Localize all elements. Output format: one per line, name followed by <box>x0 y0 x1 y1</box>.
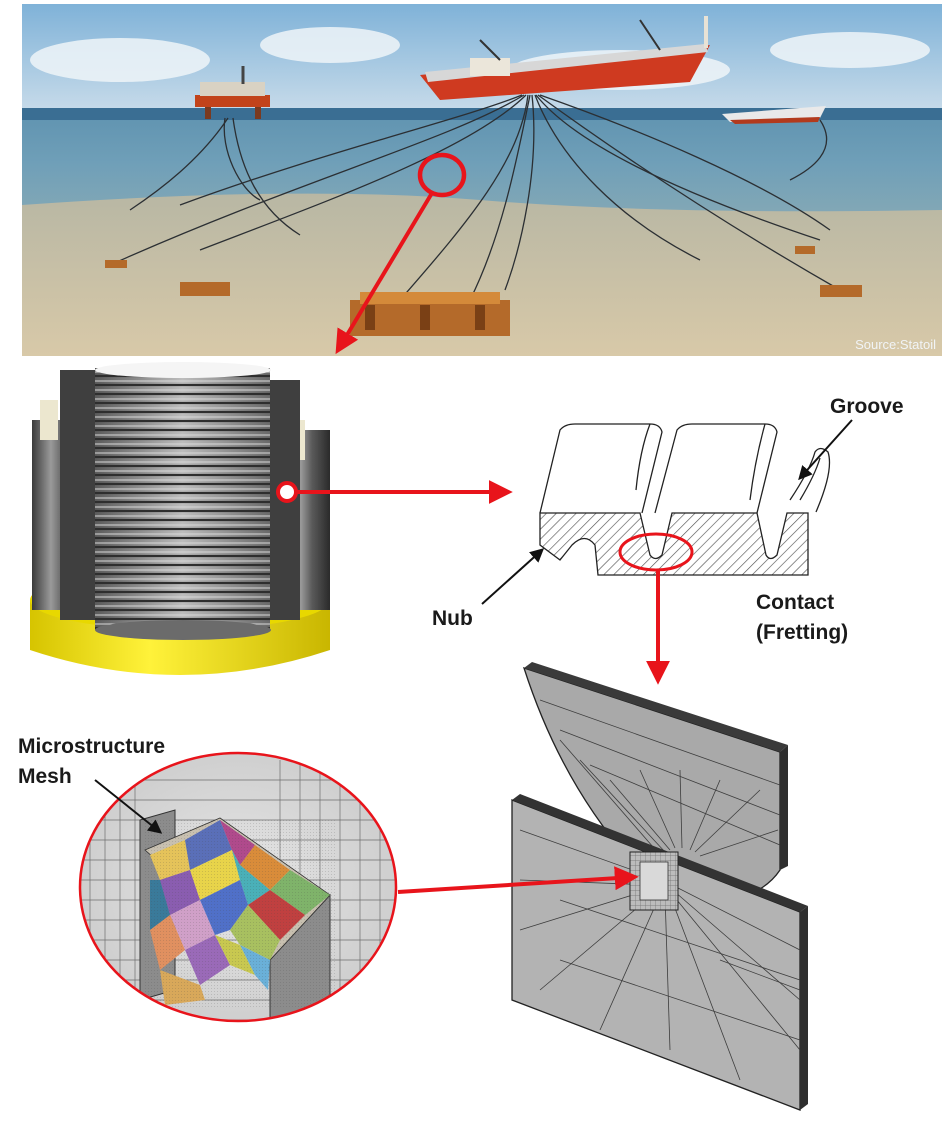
label-fretting: (Fretting) <box>756 621 849 644</box>
offshore-field-illustration <box>22 4 942 356</box>
arrow-scene-to-pipe <box>335 191 434 355</box>
shuttle-tanker <box>722 106 826 124</box>
risers <box>109 94 841 301</box>
label-mesh: Mesh <box>18 765 72 788</box>
pointer-microstructure <box>94 779 163 834</box>
label-nub: Nub <box>432 607 473 630</box>
label-groove: Groove <box>830 395 904 418</box>
pipe-highlight-circle <box>276 481 298 503</box>
pointer-groove <box>798 419 853 481</box>
source-credit: Source:Statoil <box>855 337 936 352</box>
riser-highlight-circle <box>417 152 467 198</box>
fpso-vessel <box>420 16 710 100</box>
platform-left <box>195 66 270 119</box>
label-microstructure: Microstructure <box>18 735 166 758</box>
connector-arrows <box>94 191 853 894</box>
label-contact: Contact <box>756 591 835 614</box>
carcass-profile-drawing <box>539 423 831 576</box>
arrow-micro-to-mesh <box>397 866 639 894</box>
flexible-pipe-cutaway <box>30 362 330 675</box>
pointer-nub <box>481 548 545 605</box>
microstructure-zoom-circle <box>78 751 398 1023</box>
fe-contact-mesh <box>511 662 808 1111</box>
subsea-manifold <box>105 246 862 336</box>
